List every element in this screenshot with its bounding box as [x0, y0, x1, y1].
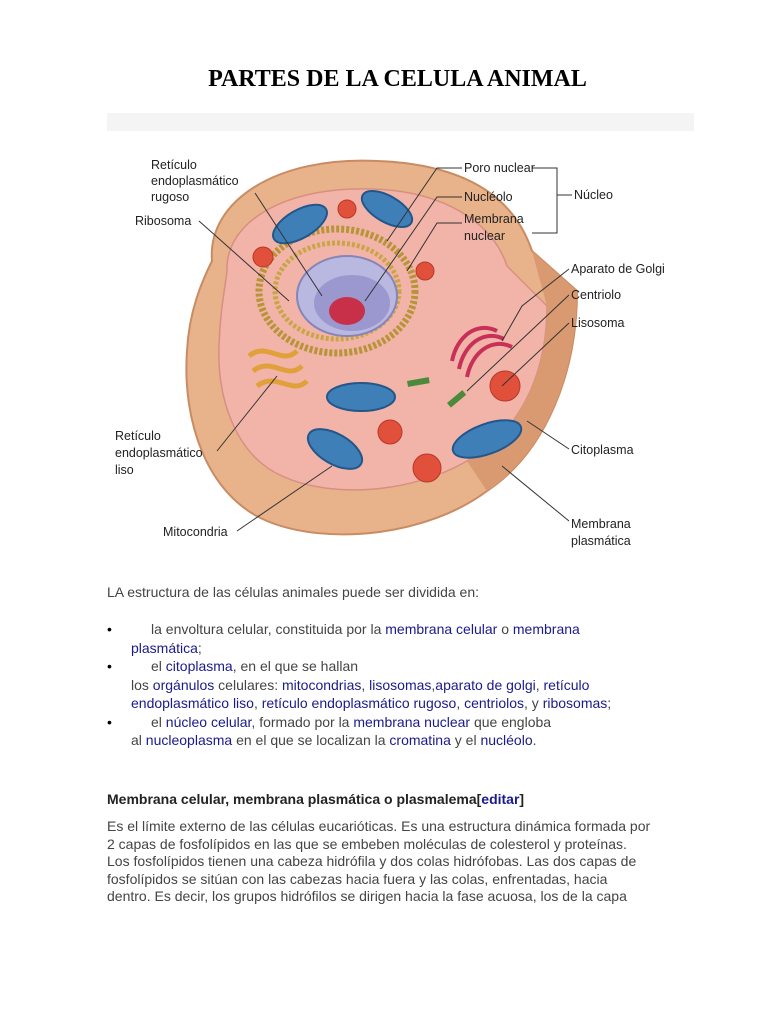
link-endoplasmatico-liso[interactable]: endoplasmático liso: [131, 695, 254, 711]
link-membrana-celular[interactable]: membrana celular: [385, 621, 498, 637]
link-cromatina[interactable]: cromatina: [389, 732, 451, 748]
link-plasmatica[interactable]: plasmática: [131, 639, 198, 656]
label-nucleo: Núcleo: [574, 188, 613, 202]
mitochondria-group: [272, 190, 523, 470]
label-nucleolo: Nucléolo: [464, 190, 513, 204]
list-text: ,: [253, 695, 262, 711]
label-lisosoma: Lisosoma: [571, 316, 625, 330]
list-text: y el: [450, 732, 481, 748]
link-membrana[interactable]: membrana: [512, 621, 580, 637]
lysosomes-group: [252, 199, 521, 483]
bullet: •: [107, 713, 112, 730]
bracket: ]: [519, 791, 525, 807]
paragraph-line: dentro. Es decir, los grupos hidrófilos …: [107, 888, 627, 904]
link-ribosomas[interactable]: ribosomas: [542, 695, 608, 711]
list-text: al: [131, 732, 146, 748]
link-reticulo-rugoso[interactable]: retículo endoplasmático rugoso: [261, 695, 457, 711]
link-membrana-nuclear[interactable]: membrana nuclear: [353, 713, 471, 730]
list-text: o: [497, 621, 513, 637]
link-aparato-golgi[interactable]: aparato de golgi: [435, 676, 536, 693]
list-text: los: [131, 676, 153, 693]
paragraph-line: 2 capas de fosfolípidos en las que se em…: [107, 835, 627, 852]
link-lisosomas[interactable]: lisosomas: [369, 676, 432, 693]
page-title: PARTES DE LA CELULA ANIMAL: [208, 66, 587, 92]
list-text: , en el que se hallan: [232, 658, 359, 674]
paragraph-line: fosfolípidos se sitúan con las cabezas h…: [107, 870, 608, 887]
label-reticulo-liso: Retículo endoplasmático liso: [115, 429, 206, 477]
link-centriolos[interactable]: centriolos: [464, 695, 525, 711]
list-text: la envoltura celular, constituida por la: [151, 621, 386, 637]
list-text: ,: [535, 676, 544, 693]
bullet: •: [107, 621, 112, 637]
list-text: ,: [431, 676, 436, 693]
label-reticulo-rugoso: Retículo endoplasmático rugoso: [151, 158, 242, 204]
nucleolus: [329, 297, 365, 325]
figure-top-band: [107, 113, 694, 131]
list-text: celulares:: [214, 676, 282, 693]
paragraph-line: Los fosfolípidos tienen una cabeza hidró…: [107, 853, 637, 869]
intro-text: LA estructura de las células animales pu…: [107, 584, 479, 600]
list-text: que engloba: [470, 713, 552, 730]
section-heading: Membrana celular, membrana plasmática o …: [107, 791, 524, 807]
label-aparato-golgi: Aparato de Golgi: [571, 262, 665, 276]
leader-lines: [198, 167, 572, 532]
rough-er: [255, 225, 419, 357]
list-text: ,: [361, 676, 370, 693]
centrioles: [407, 377, 467, 408]
list-item: • la envoltura celular, constituida por …: [107, 620, 707, 657]
list-text: en el que se localizan la: [232, 732, 390, 748]
list-text: ;: [607, 695, 612, 711]
link-reticulo[interactable]: retículo: [543, 676, 590, 693]
rough-er-inner: [272, 240, 402, 342]
cell-illustration: Retículo endoplasmático rugoso Ribosoma …: [115, 158, 665, 548]
list-text: , y: [524, 695, 543, 711]
list-text: .: [532, 732, 537, 748]
bullet: •: [107, 658, 112, 674]
smooth-er: [247, 348, 309, 389]
list-text: ;: [197, 639, 202, 656]
section-heading-text: Membrana celular, membrana plasmática o …: [107, 791, 477, 807]
list-text: , formado por la: [251, 713, 354, 730]
list-item: • el citoplasma, en el que se hallan los…: [107, 657, 707, 713]
link-nucleolo[interactable]: nucléolo: [480, 732, 533, 748]
list-text: el: [151, 713, 166, 730]
edit-link[interactable]: editar: [481, 791, 520, 807]
section-paragraph: Es el límite externo de las células euca…: [107, 818, 697, 906]
label-membrana-nuclear: Membrana nuclear: [464, 212, 527, 243]
list-text: ,: [456, 695, 465, 711]
label-citoplasma: Citoplasma: [571, 443, 634, 457]
link-citoplasma[interactable]: citoplasma: [165, 658, 233, 674]
animal-cell-diagram: Retículo endoplasmático rugoso Ribosoma …: [107, 131, 694, 563]
label-mitocondria: Mitocondria: [163, 525, 228, 539]
link-mitocondrias[interactable]: mitocondrias: [282, 676, 362, 693]
label-poro-nuclear: Poro nuclear: [464, 161, 535, 175]
label-centriolo: Centriolo: [571, 288, 621, 302]
structure-list: • la envoltura celular, constituida por …: [107, 620, 707, 750]
golgi-apparatus: [450, 325, 513, 378]
list-item: • el núcleo celular, formado por la memb…: [107, 713, 707, 750]
membrane-cut-face: [467, 251, 577, 491]
bracket: [: [476, 791, 482, 807]
label-ribosoma: Ribosoma: [135, 214, 191, 228]
link-nucleoplasma[interactable]: nucleoplasma: [145, 732, 233, 748]
paragraph-line: Es el límite externo de las células euca…: [107, 818, 651, 834]
link-nucleo-celular[interactable]: núcleo celular: [165, 713, 252, 730]
list-text: el: [151, 658, 166, 674]
label-membrana-plasmatica: Membrana plasmática: [571, 517, 634, 548]
link-organulos[interactable]: orgánulos: [152, 676, 215, 693]
